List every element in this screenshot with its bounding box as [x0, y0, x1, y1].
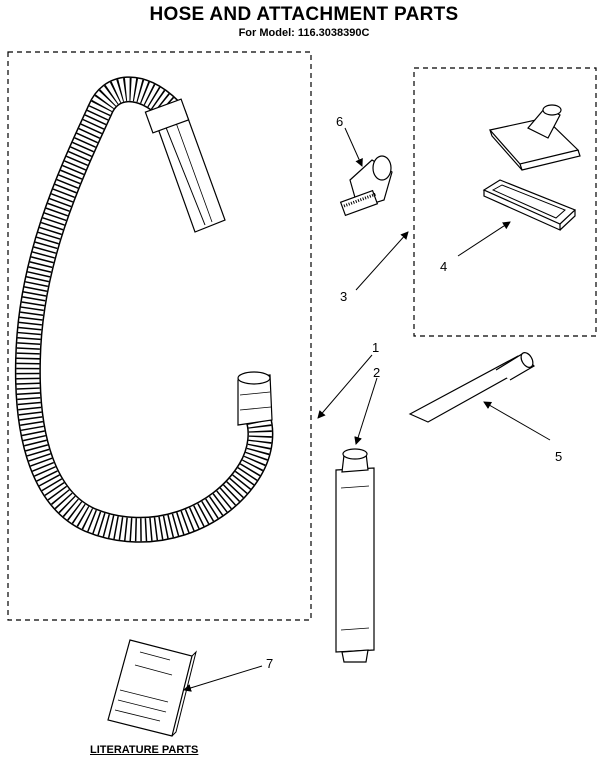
attachment-group-box [413, 67, 597, 337]
leader-4 [457, 221, 511, 257]
literature-booklet [107, 639, 197, 737]
extension-wand [335, 448, 375, 663]
hose-group-box [7, 51, 312, 621]
callout-7: 7 [266, 656, 273, 671]
page-title: HOSE AND ATTACHMENT PARTS [149, 4, 459, 25]
literature-parts-label: LITERATURE PARTS [90, 744, 199, 756]
leader-7 [183, 665, 263, 692]
callout-4: 4 [440, 259, 447, 274]
callout-6: 6 [336, 114, 343, 129]
leader-6 [344, 127, 363, 167]
callout-3: 3 [340, 289, 347, 304]
leader-1 [317, 354, 373, 419]
dusting-brush [339, 155, 393, 217]
hose-assembly [14, 76, 274, 543]
model-subtitle: For Model: 116.3038390C [238, 27, 370, 39]
callout-5: 5 [555, 449, 562, 464]
callout-1: 1 [372, 340, 379, 355]
floor-brush-insert [482, 179, 577, 231]
leader-2 [354, 377, 378, 445]
crevice-tool [408, 352, 535, 423]
leader-3 [355, 231, 409, 291]
leader-5 [483, 401, 551, 441]
floor-tool [488, 104, 581, 171]
callout-2: 2 [373, 365, 380, 380]
